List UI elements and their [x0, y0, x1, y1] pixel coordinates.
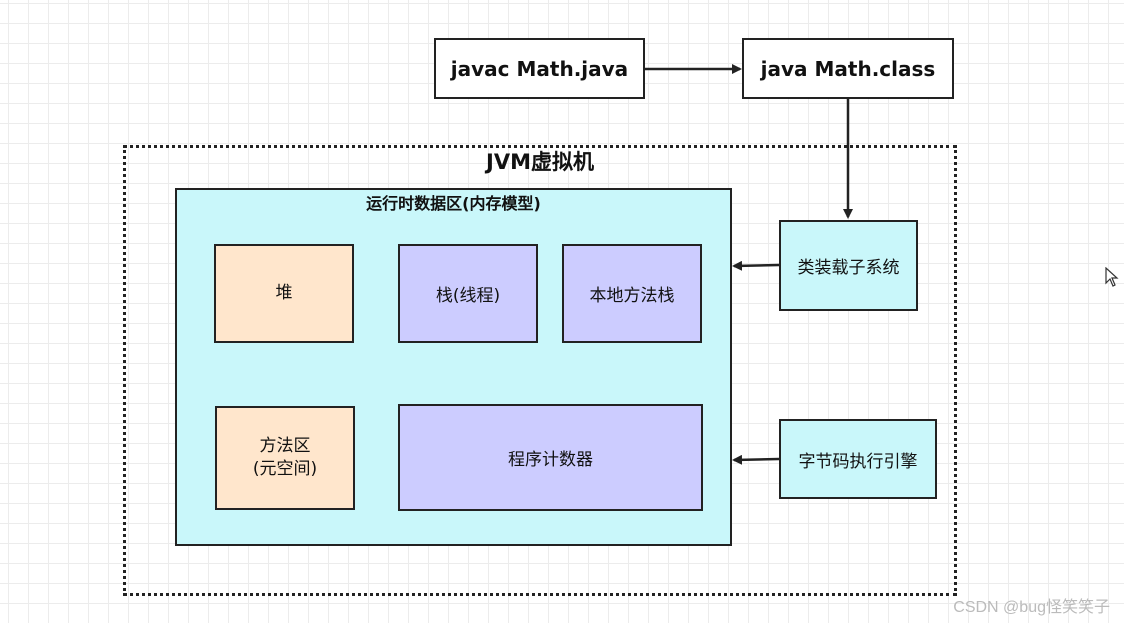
execution-engine-box: 字节码执行引擎	[779, 419, 937, 499]
method-area-box: 方法区 (元空间)	[215, 406, 355, 510]
heap-box: 堆	[214, 244, 354, 343]
stack-label: 栈(线程)	[435, 286, 501, 306]
runtime-data-area-title: 运行时数据区(内存模型)	[366, 194, 541, 213]
arrow-class-loader-to-runtime	[732, 260, 780, 271]
native-method-stack-box: 本地方法栈	[562, 244, 702, 343]
program-counter-label: 程序计数器	[508, 450, 593, 470]
class-loader-label: 类装载子系统	[797, 258, 900, 278]
watermark: CSDN @bug怪笑笑子	[953, 599, 1110, 616]
method-area-label: 方法区	[259, 436, 311, 457]
execution-engine-label: 字节码执行引擎	[798, 451, 918, 472]
metaspace-label: (元空间)	[252, 459, 318, 479]
java-command-label: java Math.class	[760, 56, 936, 81]
jvm-frame	[123, 145, 957, 596]
program-counter-box: 程序计数器	[398, 404, 703, 511]
native-method-stack-label: 本地方法栈	[589, 286, 675, 306]
stack-box: 栈(线程)	[398, 244, 538, 343]
jvm-title: JVM虚拟机	[486, 150, 594, 174]
class-loader-box: 类装载子系统	[779, 220, 918, 311]
javac-command-box: javac Math.java	[434, 38, 645, 99]
javac-command-label: javac Math.java	[450, 56, 629, 81]
mouse-cursor-icon	[1105, 267, 1119, 287]
arrow-engine-to-runtime	[732, 454, 780, 465]
java-command-box: java Math.class	[742, 38, 954, 99]
heap-label: 堆	[275, 283, 293, 304]
